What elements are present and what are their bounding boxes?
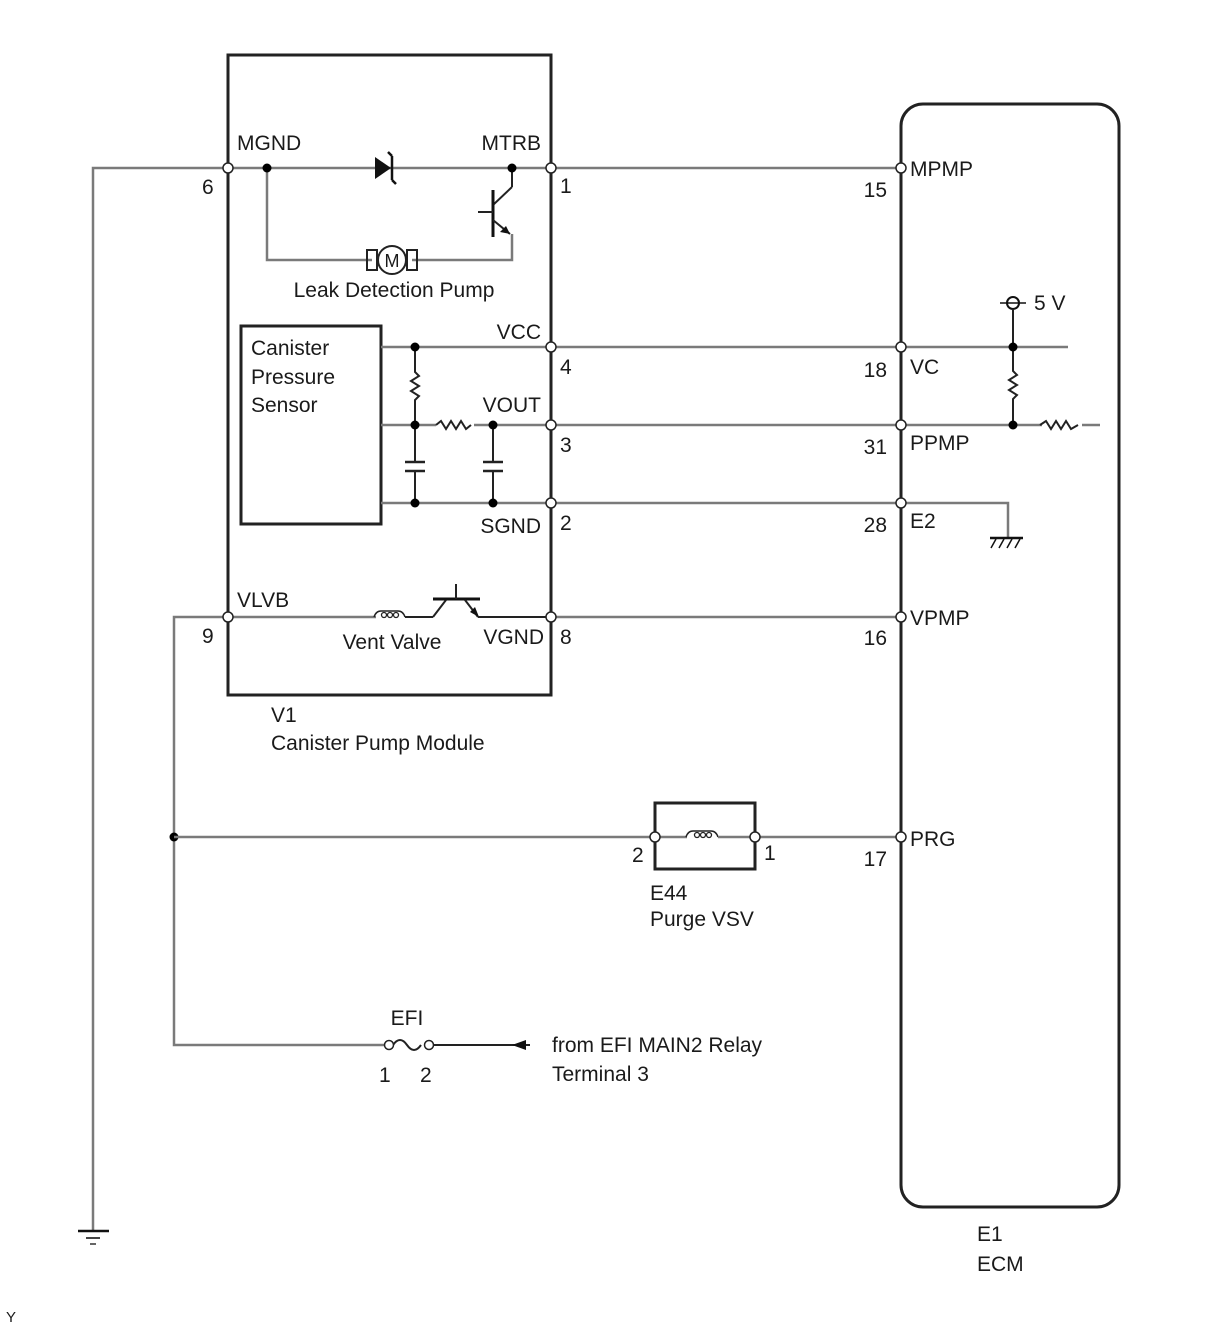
pin-name-vgnd: VGND (483, 626, 544, 649)
junction-node (1008, 420, 1018, 430)
solenoid-coil-icon (373, 610, 406, 619)
vsv-name-label: Purge VSV (650, 908, 754, 931)
fuse-pin-1: 1 (379, 1064, 391, 1087)
module-code-label: V1 (271, 704, 297, 727)
wire-motor-left (265, 168, 372, 262)
supply-voltage-label: 5 V (1034, 292, 1066, 315)
resistor-icon (409, 347, 421, 425)
terminal-16 (895, 611, 907, 623)
terminal-fuse-1 (383, 1039, 395, 1051)
junction-node (488, 420, 498, 430)
terminal-18 (895, 341, 907, 353)
terminal-6 (222, 162, 234, 174)
pin-name-sgnd: SGND (480, 515, 541, 538)
vsv-pin-num-2: 2 (632, 844, 644, 867)
canister-pump-module-box (226, 53, 553, 697)
ecm-pin-name-vpmp: VPMP (910, 607, 970, 630)
terminal-3 (545, 419, 557, 431)
leak-detection-pump-label: Leak Detection Pump (294, 279, 495, 302)
ecm-pin-name-prg: PRG (910, 828, 956, 851)
junction-node (410, 420, 420, 430)
capacitor-icon (483, 425, 503, 503)
wire-sgnd-e2 (551, 501, 1010, 538)
junction-node (410, 498, 420, 508)
sensor-label-line3: Sensor (251, 394, 318, 417)
junction-node (262, 163, 272, 173)
wire-mgnd-ground (91, 166, 228, 1230)
pin-name-mgnd: MGND (237, 132, 301, 155)
pin-num-1: 1 (560, 175, 572, 198)
pin-num-8: 8 (560, 626, 572, 649)
motor-symbol-label: M (385, 251, 400, 271)
module-name-label: Canister Pump Module (271, 732, 485, 755)
pin-num-4: 4 (560, 356, 572, 379)
terminal-8 (545, 611, 557, 623)
sensor-label-line2: Pressure (251, 366, 335, 389)
transistor-icon (478, 168, 513, 237)
ecm-code-label: E1 (977, 1223, 1003, 1246)
pin-name-vout: VOUT (483, 394, 542, 417)
ecm-pin-num-15: 15 (864, 179, 887, 202)
terminal-31 (895, 419, 907, 431)
ground-icon (78, 1229, 109, 1245)
ecm-pin-name-e2: E2 (910, 510, 936, 533)
pin-num-9: 9 (202, 625, 214, 648)
junction-node (507, 163, 517, 173)
pin-name-mtrb: MTRB (482, 132, 542, 155)
pin-num-2: 2 (560, 512, 572, 535)
junction-node (488, 498, 498, 508)
ecm-pin-name-mpmp: MPMP (910, 158, 973, 181)
ecm-pin-num-16: 16 (864, 627, 887, 650)
diode-icon (375, 151, 397, 185)
ecm-pin-num-18: 18 (864, 359, 887, 382)
terminal-28 (895, 497, 907, 509)
fuse-pin-2: 2 (420, 1064, 432, 1087)
terminal-vsv-2 (649, 831, 661, 843)
wire-vlvb-fuse (172, 615, 385, 1047)
voltage-source-icon (1000, 296, 1026, 310)
ecm-pin-num-17: 17 (864, 848, 887, 871)
terminal-17 (895, 831, 907, 843)
pin-num-6: 6 (202, 176, 214, 199)
solenoid-coil-icon (685, 830, 719, 839)
arrow-icon (512, 1040, 526, 1050)
motor-icon: M (366, 245, 418, 275)
terminal-4 (545, 341, 557, 353)
wire-motor-right (412, 234, 514, 262)
pin-num-3: 3 (560, 434, 572, 457)
ecm-pin-num-31: 31 (864, 436, 887, 459)
fuse-source-line2: Terminal 3 (552, 1063, 649, 1086)
terminal-1 (545, 162, 557, 174)
chassis-ground-icon (990, 536, 1023, 549)
terminal-vsv-1 (749, 831, 761, 843)
junction-node (410, 342, 420, 352)
fuse-source-line1: from EFI MAIN2 Relay (552, 1034, 763, 1057)
ecm-name-label: ECM (977, 1253, 1024, 1276)
ecm-pin-name-vc: VC (910, 356, 939, 379)
terminal-15 (895, 162, 907, 174)
fuse-name-label: EFI (391, 1007, 424, 1030)
resistor-icon (1039, 419, 1079, 431)
resistor-icon (435, 419, 472, 431)
vent-valve-label: Vent Valve (343, 631, 442, 654)
corner-mark: Y (6, 1309, 16, 1326)
vsv-pin-num-1: 1 (764, 842, 776, 865)
fuse-icon (392, 1039, 422, 1051)
terminal-9 (222, 611, 234, 623)
transistor-icon (432, 584, 480, 618)
sensor-label-line1: Canister (251, 337, 329, 360)
junction-node (1008, 342, 1018, 352)
ecm-pin-name-ppmp: PPMP (910, 432, 970, 455)
capacitor-icon (405, 425, 425, 503)
pin-name-vlvb: VLVB (237, 589, 289, 612)
ecm-pin-num-28: 28 (864, 514, 887, 537)
resistor-icon (1007, 347, 1019, 425)
vsv-code-label: E44 (650, 882, 688, 905)
terminal-fuse-2 (423, 1039, 435, 1051)
terminal-2 (545, 497, 557, 509)
ecm-box (899, 102, 1121, 1209)
pin-name-vcc: VCC (497, 321, 541, 344)
